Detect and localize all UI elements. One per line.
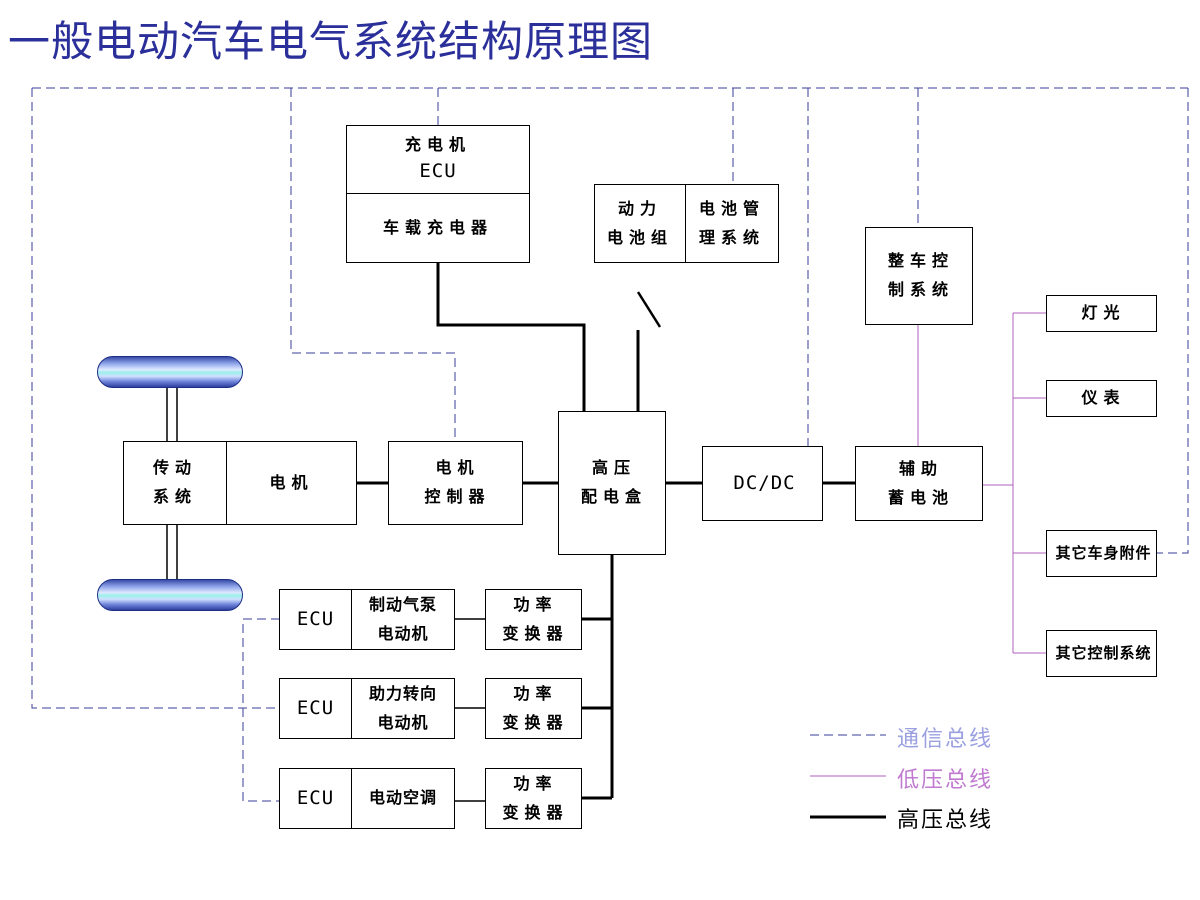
onboard-charger-label: 车载充电器	[382, 217, 493, 237]
charger-box: 充电机 ECU 车载充电器	[346, 125, 530, 263]
diagram-title: 一般电动汽车电气系统结构原理图	[8, 17, 654, 66]
transmission-motor-box: 传动 系统 电机	[123, 441, 357, 525]
legend-hv-label: 高压总线	[897, 808, 994, 833]
brake-pump-motor-label: 制动气泵 电动机	[368, 594, 437, 643]
steering-converter-box: 功率 变换器	[485, 678, 582, 739]
battery-bms-box: 动力 电池组 电池管 理系统	[594, 184, 779, 263]
power-steering-box: ECU 助力转向 电动机	[279, 678, 455, 739]
hv-switch-blade	[636, 291, 662, 328]
charger-ecu-label: ECU	[419, 160, 457, 183]
brake-pump-box: ECU 制动气泵 电动机	[279, 589, 455, 650]
transmission-label: 传动 系统	[124, 442, 227, 524]
brake-ecu-label: ECU	[280, 590, 352, 649]
front-wheel	[97, 356, 243, 388]
charger-name: 充电机	[404, 135, 471, 155]
body-accessories-box: 其它车身附件	[1046, 530, 1157, 577]
aux-battery-box: 辅助 蓄电池	[855, 446, 983, 521]
comm-bus-motor-controller	[290, 88, 456, 441]
other-control-box: 其它控制系统	[1046, 630, 1157, 677]
vehicle-control-box: 整车控 制系统	[865, 227, 973, 325]
converter-device-links	[454, 618, 486, 802]
comm-bus-body-accessories	[1156, 88, 1189, 554]
charger-ecu-section: 充电机 ECU	[347, 126, 529, 194]
steering-ecu-label: ECU	[280, 679, 352, 738]
steering-motor-label: 助力转向 电动机	[368, 683, 437, 732]
bms-label: 电池管 理系统	[698, 198, 765, 247]
axles	[166, 387, 178, 580]
ac-ecu-label: ECU	[280, 769, 352, 828]
legend-lv-label: 低压总线	[897, 768, 994, 793]
low-voltage-wires	[917, 312, 1047, 654]
lights-box: 灯光	[1046, 295, 1157, 332]
dcdc-box: DC/DC	[702, 446, 823, 521]
comm-bus-left-rail	[31, 88, 280, 709]
comm-bus-ecu-group	[242, 618, 280, 802]
battery-pack-label: 动力 电池组	[595, 185, 686, 262]
electric-ac-label: 电动空调	[368, 788, 437, 808]
hv-distribution-box: 高压 配电盒	[558, 411, 666, 555]
instruments-box: 仪表	[1046, 380, 1157, 417]
ac-box: ECU 电动空调	[279, 768, 455, 829]
legend-comm-label: 通信总线	[897, 727, 994, 752]
high-voltage-wires	[356, 263, 856, 800]
legend-lines	[810, 734, 886, 819]
ac-converter-box: 功率 变换器	[485, 768, 582, 829]
motor-label: 电机	[269, 472, 314, 492]
motor-controller-box: 电机 控制器	[388, 441, 523, 525]
hv-charger	[436, 263, 586, 411]
rear-wheel	[97, 579, 243, 611]
brake-converter-box: 功率 变换器	[485, 589, 582, 650]
communication-bus-wires	[31, 87, 1189, 802]
